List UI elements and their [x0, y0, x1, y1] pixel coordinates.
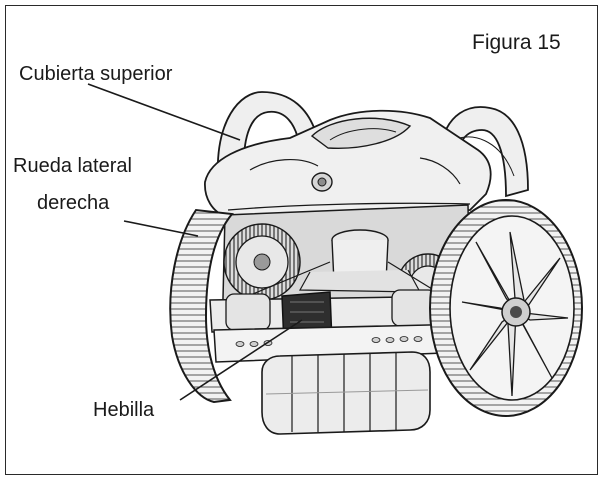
- callout-top-cover: Cubierta superior: [19, 63, 173, 85]
- bottom-brush: [261, 351, 431, 435]
- leader-line-side-wheel: [123, 220, 199, 237]
- leader-line-top-cover: [87, 83, 241, 141]
- callout-buckle: Hebilla: [93, 399, 155, 421]
- front-right-wheel: [429, 199, 583, 417]
- callout-side-wheel-line1: Rueda lateral: [13, 155, 132, 177]
- top-cover: [204, 109, 492, 219]
- leader-line-buckle: [179, 319, 303, 401]
- side-wheel-left: [169, 208, 234, 404]
- figure-title: Figura 15: [472, 31, 561, 54]
- leader-lines: [87, 83, 303, 401]
- callout-side-wheel-line2: derecha: [37, 192, 110, 214]
